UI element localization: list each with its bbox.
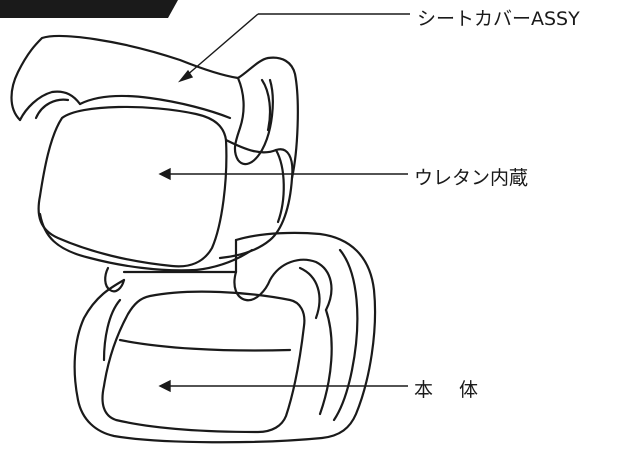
base-outline: [73, 231, 377, 444]
backrest-outline: [10, 34, 299, 272]
body-label: 本体: [414, 375, 478, 402]
leader-seat-cover: [177, 13, 410, 83]
body-label-char-1: 本: [414, 379, 434, 401]
seat-cover-label: シートカバーASSY: [417, 8, 580, 30]
urethane-label: ウレタン内蔵: [414, 167, 529, 189]
leader-urethane: [158, 167, 408, 181]
header-tab: [0, 0, 178, 18]
leader-body: [158, 379, 408, 393]
body-label-char-2: 体: [459, 379, 479, 401]
